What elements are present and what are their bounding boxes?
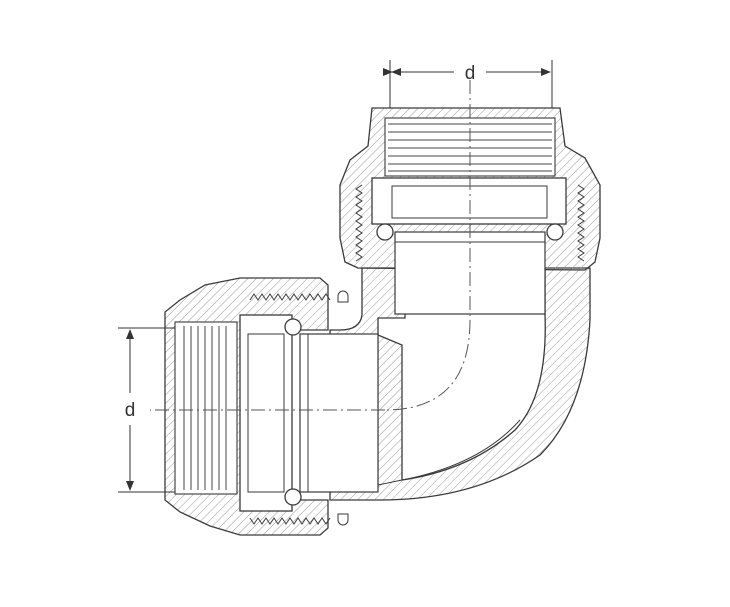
dimension-top-label: d — [465, 63, 476, 84]
top-o-ring-right — [546, 223, 564, 241]
dimension-top: d — [383, 60, 553, 108]
left-clamp-ring-inner — [247, 333, 285, 493]
top-o-ring-left — [376, 223, 394, 241]
left-nut-opening — [174, 321, 238, 495]
left-body-socket — [299, 333, 379, 493]
center-lines — [150, 80, 471, 411]
left-thread-lines — [183, 326, 227, 490]
top-socket — [339, 107, 601, 315]
left-socket — [164, 277, 379, 536]
elbow-body — [329, 267, 591, 501]
left-o-ring-top — [284, 318, 302, 336]
dimension-left-label: d — [125, 400, 136, 421]
top-external-threads — [355, 184, 585, 262]
left-o-ring-bottom — [284, 488, 302, 506]
bore-inner-curve — [401, 419, 521, 481]
dimension-left: d — [118, 327, 175, 493]
left-external-threads — [249, 293, 331, 525]
